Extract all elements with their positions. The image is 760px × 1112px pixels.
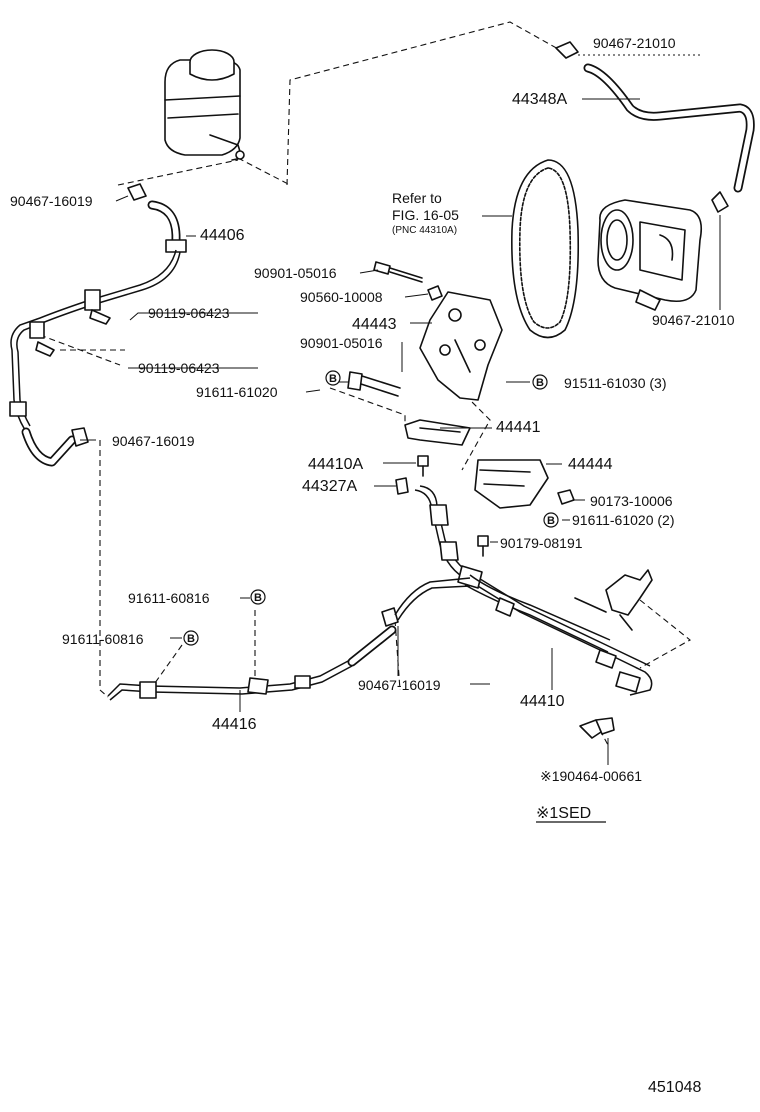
- label-90173-10006: 90173-10006: [590, 493, 673, 509]
- clamp-90464-00661: [579, 717, 615, 739]
- svg-text:B: B: [547, 515, 555, 527]
- label-90467-16019-c: 90467-16019: [358, 677, 441, 693]
- return-tube-44416: [107, 577, 471, 701]
- label-91611-61020-b: 91611-61020 (2): [572, 512, 674, 528]
- refer-note-line1: Refer to: [392, 190, 442, 206]
- b-marker-91611-61020-a: B: [325, 370, 341, 386]
- legend-sed: ※1SED: [536, 805, 591, 822]
- label-90119-06423-a: 90119-06423: [148, 305, 230, 321]
- label-91611-61020-a: 91611-61020: [196, 384, 278, 400]
- refer-note-line2: FIG. 16-05: [392, 207, 459, 223]
- label-44406: 44406: [200, 227, 245, 244]
- label-90467-16019-b: 90467-16019: [112, 433, 195, 449]
- svg-text:B: B: [536, 377, 544, 389]
- part-number-labels: 90467-21010 44348A 90467-16019 44406 Ref…: [10, 35, 735, 1096]
- b-marker-91611-60816-b: B: [183, 630, 199, 646]
- label-90467-21010-right: 90467-21010: [652, 312, 735, 328]
- svg-text:B: B: [254, 592, 262, 604]
- label-44327A: 44327A: [302, 478, 357, 495]
- label-90119-06423-b: 90119-06423: [138, 360, 220, 376]
- label-44416: 44416: [212, 716, 257, 733]
- return-hose-44348A: [555, 41, 755, 213]
- svg-text:B: B: [329, 373, 337, 385]
- diagram-code: 451048: [648, 1079, 701, 1096]
- leader-lines: [80, 54, 721, 765]
- assembly-dashed-lines: [39, 21, 691, 746]
- b-marker-91611-61020-b: B: [543, 512, 559, 528]
- power-steering-pump: [597, 199, 703, 311]
- reservoir-tank: [164, 49, 245, 161]
- label-91611-60816-a: 91611-60816: [128, 590, 210, 606]
- return-pipe-left: [9, 249, 181, 467]
- label-90901-05016-a: 90901-05016: [254, 265, 337, 281]
- label-44444: 44444: [568, 456, 613, 473]
- mounting-hardware: [347, 261, 575, 557]
- label-44441: 44441: [496, 419, 541, 436]
- fastener-b-markers: B B B B B: [183, 370, 559, 646]
- label-90901-05016-b: 90901-05016: [300, 335, 383, 351]
- label-90179-08191: 90179-08191: [500, 535, 583, 551]
- refer-note-line3: (PNC 44310A): [392, 225, 457, 236]
- label-90560-10008: 90560-10008: [300, 289, 383, 305]
- label-90464-00661: ※190464-00661: [540, 768, 642, 784]
- label-44410: 44410: [520, 693, 565, 710]
- b-marker-91611-60816-a: B: [250, 589, 266, 605]
- suction-hose-44406: [127, 183, 187, 253]
- label-90467-16019-a: 90467-16019: [10, 193, 93, 209]
- label-44348A: 44348A: [512, 91, 567, 108]
- svg-text:B: B: [187, 633, 195, 645]
- pressure-hose-44410: [414, 485, 653, 696]
- label-91511-61030: 91511-61030 (3): [564, 375, 666, 391]
- label-44443: 44443: [352, 316, 397, 333]
- label-90467-21010-top: 90467-21010: [593, 35, 676, 51]
- label-44410A: 44410A: [308, 456, 363, 473]
- label-91611-60816-b: 91611-60816: [62, 631, 144, 647]
- drive-belt: [511, 159, 580, 339]
- b-marker-91511-61030: B: [532, 374, 548, 390]
